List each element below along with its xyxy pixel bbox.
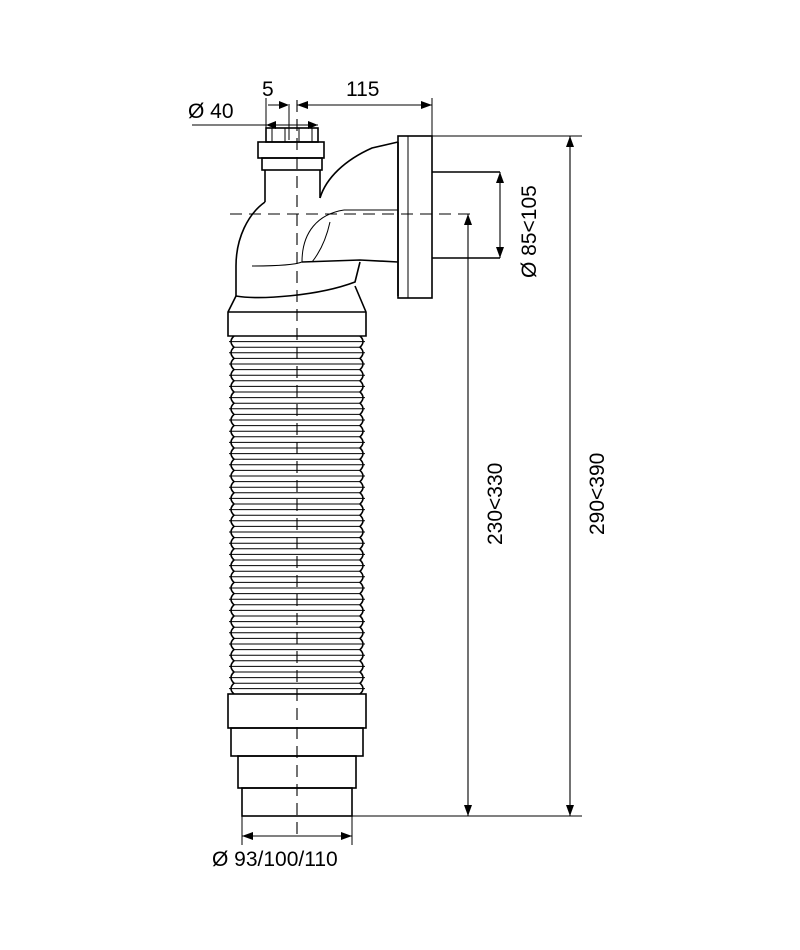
outlet-diameter-dimension: Ø 85<105 [496, 172, 541, 278]
inner-height-dimension: 230<330 [464, 214, 507, 816]
inlet-diameter-label: Ø 40 [188, 100, 234, 123]
elbow-body [235, 141, 399, 299]
total-height-label: 290<390 [586, 453, 609, 535]
top-inlet-connector [257, 127, 325, 202]
bottom-diameter-dimension: Ø 93/100/110 [212, 816, 353, 871]
inner-height-label: 230<330 [484, 463, 507, 545]
outlet-diameter-label: Ø 85<105 [518, 185, 541, 278]
horizontal-length-label: 115 [346, 78, 379, 101]
bottom-diameter-label: Ø 93/100/110 [212, 848, 338, 871]
total-height-dimension: 290<390 [352, 135, 609, 817]
top-dimensions: Ø 40 5 115 [188, 78, 433, 140]
outlet-flange [397, 135, 500, 299]
offset-label: 5 [262, 78, 274, 101]
centerlines [230, 100, 476, 840]
